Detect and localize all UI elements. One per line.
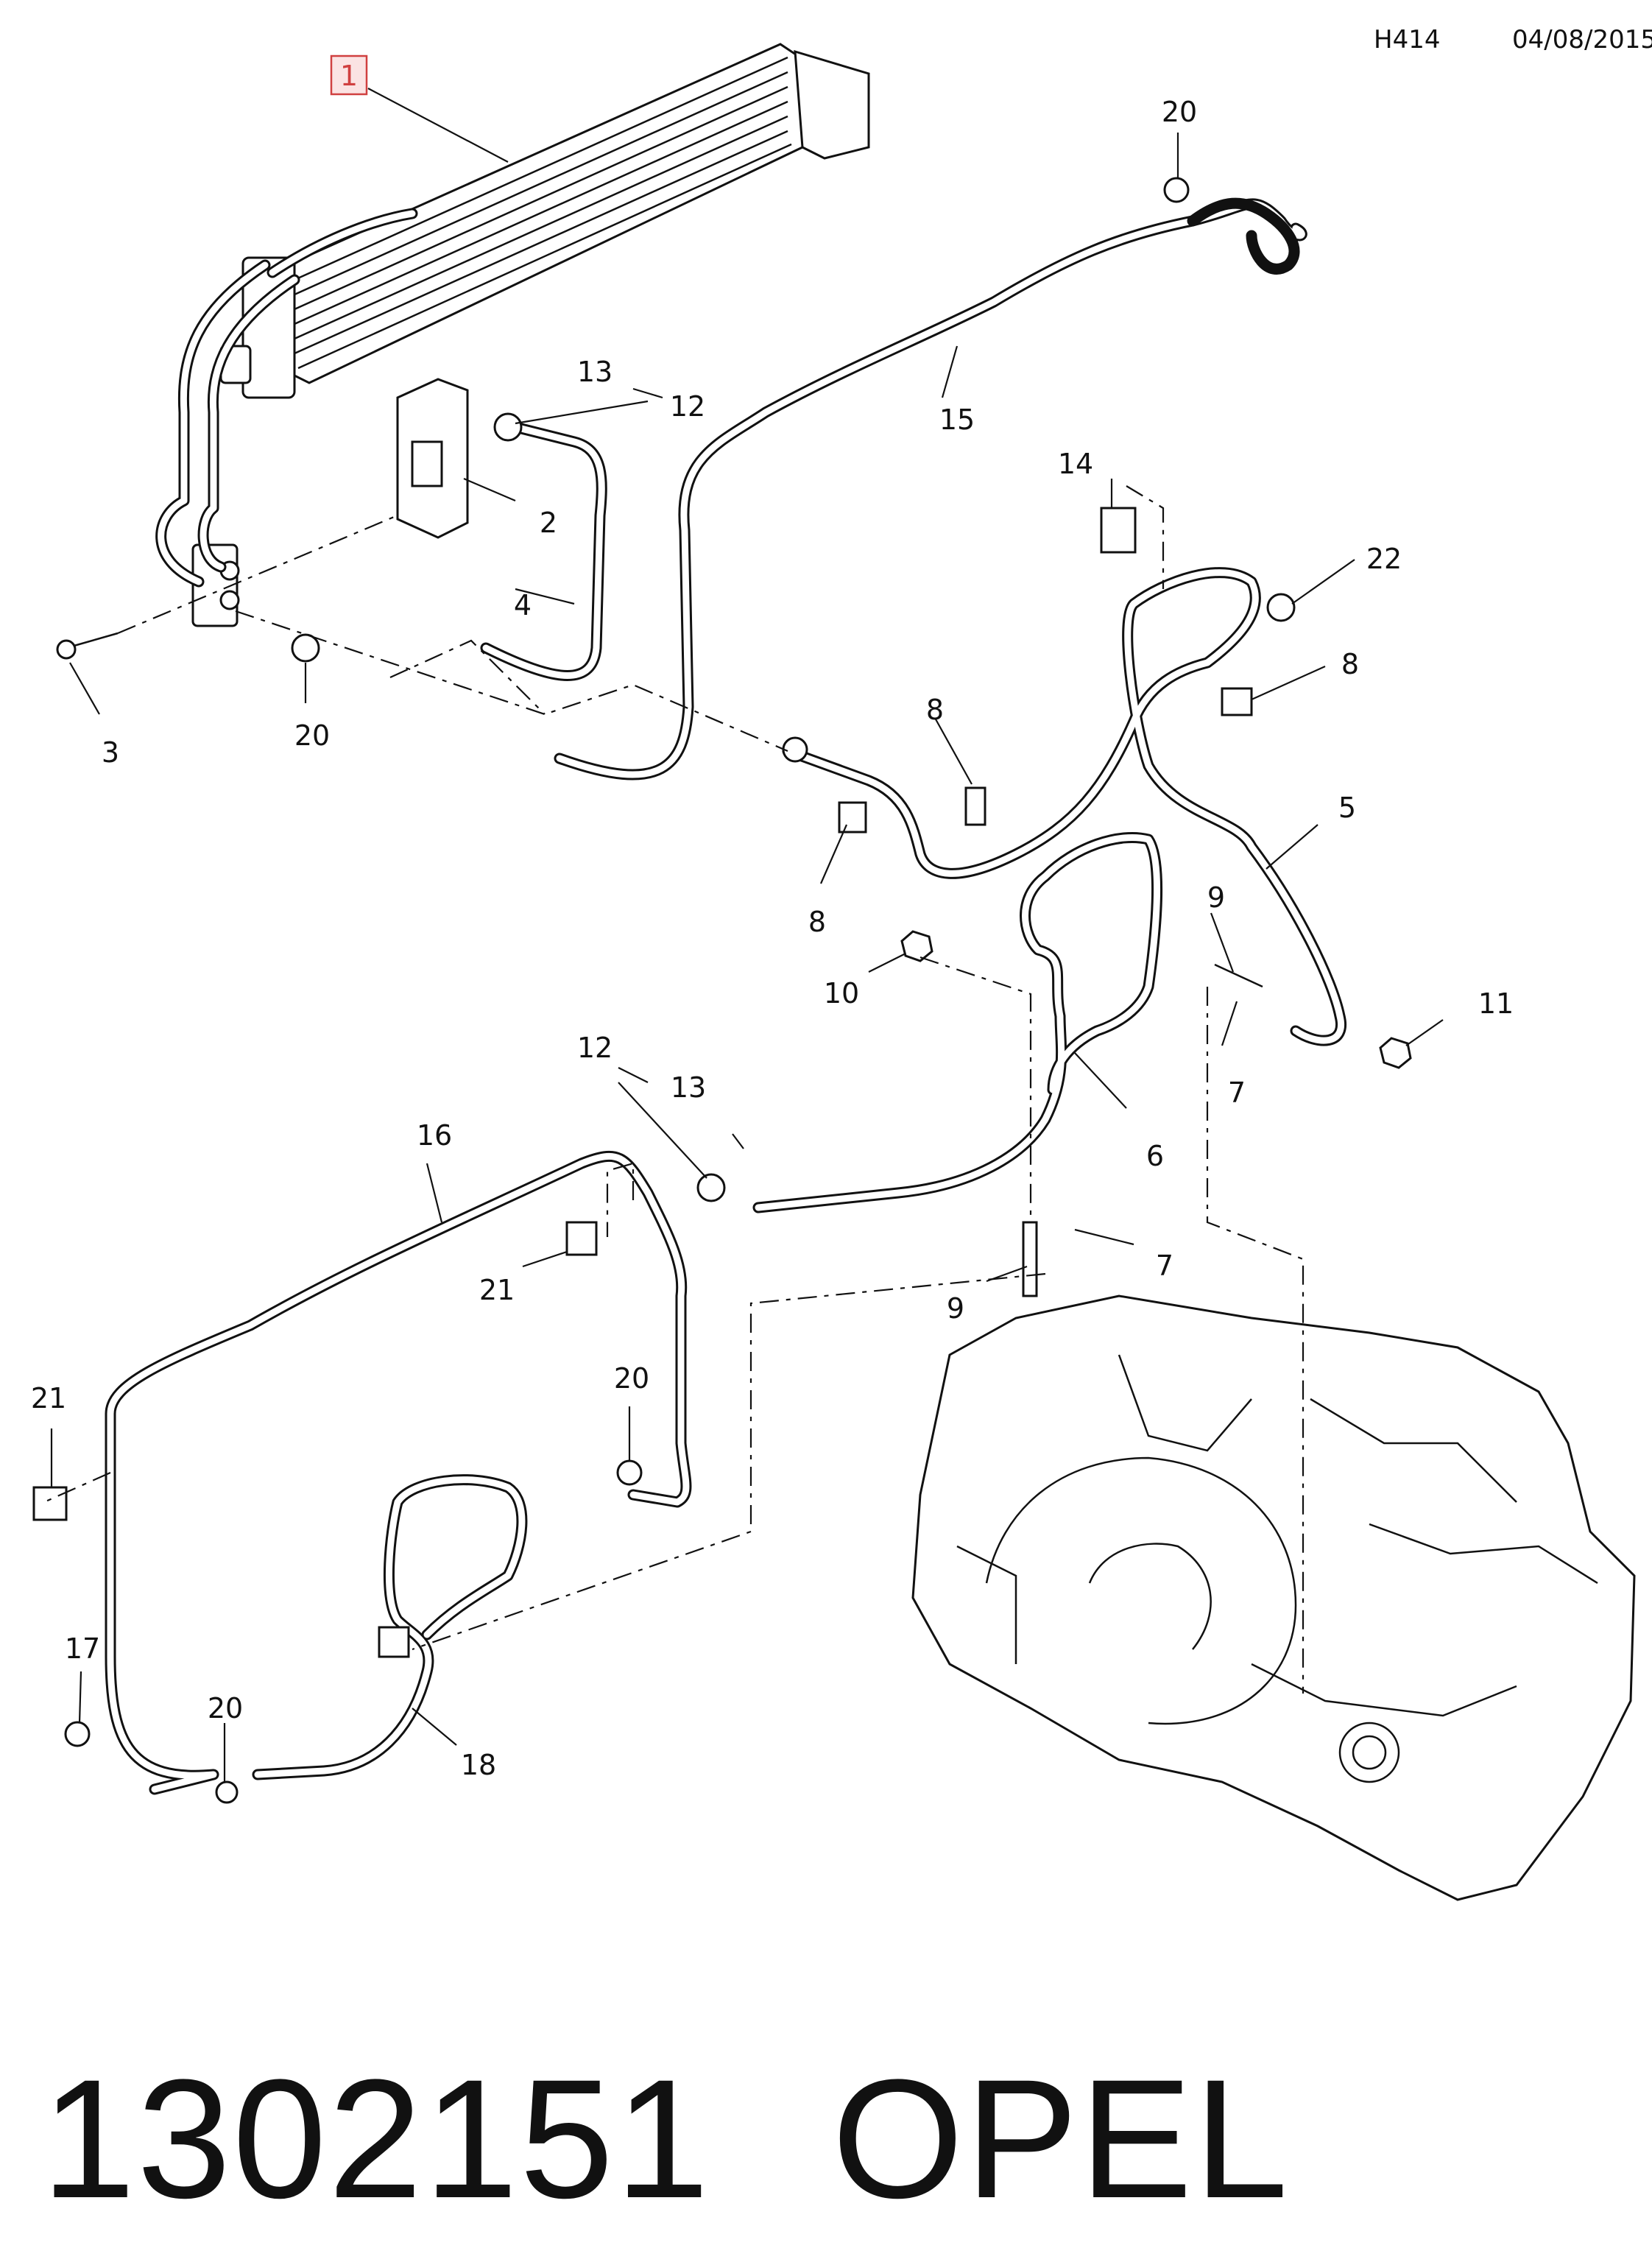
washer-20-top	[1163, 177, 1190, 203]
callout-16[interactable]: 16	[417, 1119, 452, 1152]
callout-20-bottom[interactable]: 20	[208, 1692, 243, 1724]
bolt-3-head	[56, 639, 77, 660]
callout-7-bottom[interactable]: 7	[1156, 1250, 1173, 1282]
clip-8-mid	[964, 786, 986, 826]
washer-12-top	[493, 412, 523, 442]
clip-8-left	[838, 801, 867, 834]
hardware	[32, 177, 1412, 1804]
callout-3[interactable]: 3	[102, 736, 119, 769]
clip-14	[1100, 507, 1137, 554]
callout-21-mid[interactable]: 21	[479, 1274, 515, 1306]
diagram-date: 04/08/2015	[1512, 25, 1652, 54]
callout-1[interactable]: 1	[340, 60, 358, 92]
callout-13-top[interactable]: 13	[577, 356, 613, 388]
clip-21-left	[32, 1486, 68, 1521]
callout-11[interactable]: 11	[1478, 987, 1514, 1020]
callout-15[interactable]: 15	[939, 404, 975, 436]
transmission-illustration	[911, 1294, 1636, 1901]
callout-22[interactable]: 22	[1366, 543, 1402, 575]
callout-18[interactable]: 18	[461, 1749, 496, 1781]
exploded-view-diagram: 1 20 13 12 15 2 4 14 22 8 3 20 8 5 8 9 1…	[31, 43, 1636, 1901]
assembly-lines	[43, 485, 1305, 1694]
callout-6[interactable]: 6	[1146, 1140, 1164, 1172]
callout-12-top[interactable]: 12	[670, 390, 705, 423]
callout-2[interactable]: 2	[540, 507, 557, 539]
stud-9-top	[1214, 963, 1263, 988]
oil-cooler-illustration	[219, 43, 870, 399]
callout-20-left[interactable]: 20	[294, 719, 330, 752]
callout-10[interactable]: 10	[824, 977, 859, 1010]
callout-13-bottom[interactable]: 13	[671, 1071, 706, 1104]
callout-21-left[interactable]: 21	[31, 1382, 66, 1414]
callout-9-bottom[interactable]: 9	[947, 1292, 964, 1325]
callout-4[interactable]: 4	[514, 589, 532, 621]
stud-9-bottom	[1022, 1221, 1038, 1297]
brand-name: OPEL	[832, 2044, 1290, 2233]
callout-17[interactable]: 17	[65, 1632, 100, 1665]
callout-8-left[interactable]: 8	[808, 906, 826, 938]
callout-14[interactable]: 14	[1058, 448, 1093, 480]
pipes	[105, 197, 1347, 1795]
callout-8-mid[interactable]: 8	[926, 694, 944, 726]
washer-12-bottom	[696, 1173, 726, 1202]
washer-near-15	[782, 736, 808, 763]
clip-21-mid	[565, 1221, 598, 1256]
washer-20-mid	[616, 1459, 643, 1486]
leader-lines	[50, 88, 1444, 1782]
diagram-code: H414	[1374, 25, 1441, 54]
nut-11	[1379, 1037, 1412, 1069]
callout-labels: 1 20 13 12 15 2 4 14 22 8 3 20 8 5 8 9 1…	[31, 54, 1514, 1781]
callout-5[interactable]: 5	[1338, 792, 1356, 824]
part-number: 1302151	[41, 2044, 711, 2233]
clip-18	[378, 1626, 410, 1658]
callout-20-mid[interactable]: 20	[614, 1362, 649, 1395]
clip-8-right	[1221, 687, 1253, 716]
callout-7-top[interactable]: 7	[1228, 1077, 1246, 1109]
clip-17	[64, 1721, 91, 1747]
callout-9-top[interactable]: 9	[1207, 881, 1225, 914]
cooler-bracket-illustration	[396, 378, 469, 539]
callout-1-highlight[interactable]	[330, 54, 368, 96]
washer-20-left	[291, 633, 320, 663]
nut-10	[900, 930, 933, 962]
washer-22	[1266, 593, 1296, 622]
callout-20-top[interactable]: 20	[1162, 96, 1197, 128]
callout-8-right[interactable]: 8	[1341, 648, 1359, 680]
washer-20-bottom	[215, 1780, 239, 1804]
callout-12-bottom[interactable]: 12	[577, 1032, 613, 1064]
